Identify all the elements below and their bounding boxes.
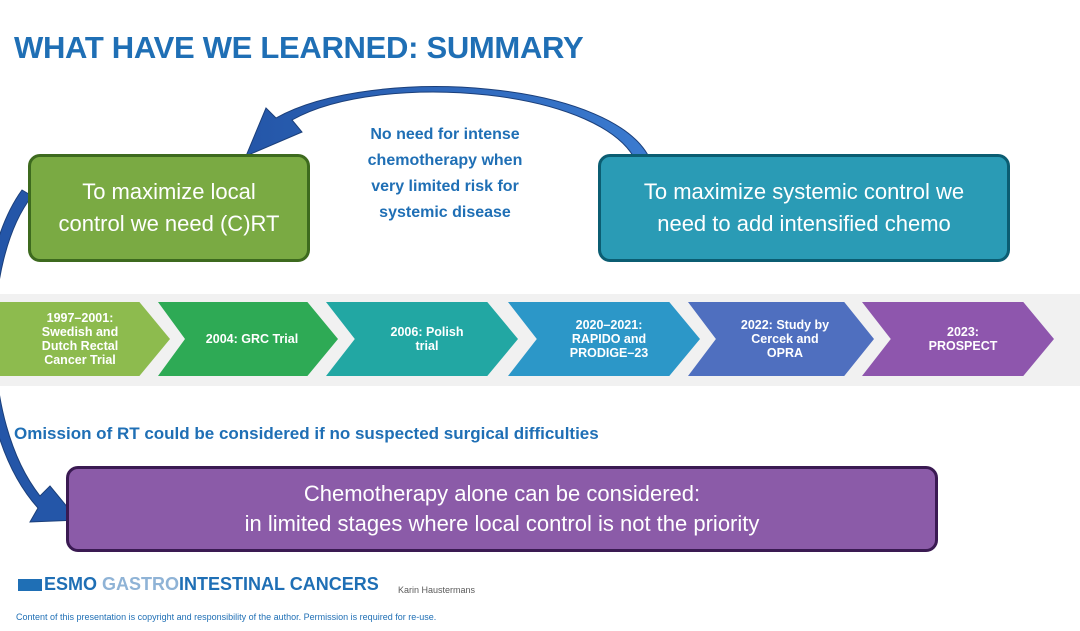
timeline-step-2020-line-2: RAPIDO and (571, 332, 647, 346)
copyright-notice: Content of this presentation is copyrigh… (16, 612, 437, 622)
omission-note: Omission of RT could be considered if no… (14, 424, 599, 443)
timeline-step-2023-line-2: PROSPECT (928, 339, 998, 353)
systemic-control-line-1: To maximize systemic control we (643, 179, 965, 204)
esmo-logo-gastro: GASTRO (102, 574, 180, 594)
author-name: Karin Haustermans (398, 585, 476, 595)
local-control-line-2: control we need (C)RT (58, 211, 280, 236)
chemo-alone-line-1: Chemotherapy alone can be considered: (303, 481, 701, 506)
esmo-logo-rest: INTESTINAL CANCERS (179, 574, 379, 594)
timeline-step-2022: 2022: Study by Cercek and OPRA (688, 302, 874, 376)
timeline-step-2020-line-1: 2020–2021: (575, 318, 643, 332)
esmo-logo-mark-icon (18, 578, 42, 591)
chemo-note-line-2: chemotherapy when (367, 152, 523, 169)
systemic-control-box: To maximize systemic control we need to … (598, 154, 1010, 262)
local-control-line-1: To maximize local (82, 179, 256, 204)
chemo-note: No need for intense chemotherapy when ve… (330, 122, 560, 226)
timeline-step-1997-line-1: 1997–2001: (46, 311, 114, 325)
timeline-step-2004-line-1: 2004: GRC Trial (205, 332, 299, 346)
timeline-step-1997: 1997–2001: Swedish and Dutch Rectal Canc… (0, 302, 170, 376)
chemo-note-line-3: very limited risk for (371, 178, 519, 195)
timeline-step-1997-line-2: Swedish and (41, 325, 119, 339)
esmo-logo-esmo: ESMO (44, 574, 98, 594)
timeline-step-2022-line-1: 2022: Study by (740, 318, 830, 332)
timeline-step-2006: 2006: Polish trial (326, 302, 518, 376)
timeline-step-1997-line-4: Cancer Trial (44, 353, 116, 367)
timeline-step-1997-line-3: Dutch Rectal (41, 339, 119, 353)
slide-title: WHAT HAVE WE LEARNED: SUMMARY (14, 30, 584, 65)
chemo-alone-line-2: in limited stages where local control is… (244, 511, 760, 536)
timeline-step-2023: 2023: PROSPECT (862, 302, 1054, 376)
timeline-step-2006-line-2: trial (415, 339, 439, 353)
timeline-step-2023-line-1: 2023: (947, 325, 979, 339)
timeline-step-2004: 2004: GRC Trial (158, 302, 338, 376)
timeline-step-2022-line-2: Cercek and (751, 332, 819, 346)
systemic-control-line-2: need to add intensified chemo (657, 211, 951, 236)
timeline-step-2020: 2020–2021: RAPIDO and PRODIGE–23 (508, 302, 700, 376)
timeline-step-2006-line-1: 2006: Polish (390, 325, 464, 339)
local-control-box: To maximize local control we need (C)RT (28, 154, 310, 262)
timeline-step-2020-line-3: PRODIGE–23 (569, 346, 649, 360)
chemo-alone-box: Chemotherapy alone can be considered: in… (66, 466, 938, 552)
chemo-note-line-4: systemic disease (379, 204, 511, 221)
timeline-step-2022-line-3: OPRA (766, 346, 804, 360)
chemo-note-line-1: No need for intense (370, 126, 520, 143)
